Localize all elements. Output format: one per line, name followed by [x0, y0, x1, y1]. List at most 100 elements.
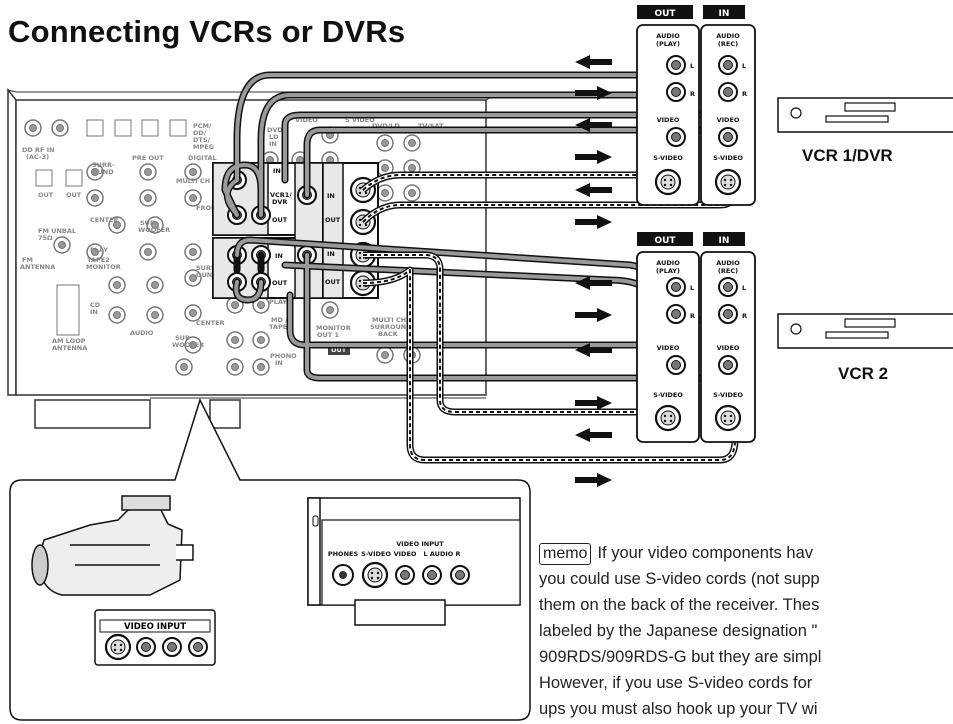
- arrow-left: [575, 276, 612, 290]
- vcr2-in-tab: IN: [719, 236, 730, 246]
- svg-text:VCR1/: VCR1/: [270, 191, 292, 199]
- svg-text:VIDEO: VIDEO: [657, 116, 680, 124]
- svg-text:CD: CD: [90, 301, 101, 309]
- svg-text:PLAY: PLAY: [269, 298, 287, 306]
- svg-text:(REC): (REC): [718, 267, 738, 275]
- svg-text:PLAY: PLAY: [90, 246, 108, 254]
- signal-arrows: [446, 55, 612, 595]
- svg-text:S-VIDEO: S-VIDEO: [713, 154, 743, 162]
- arrow-left: [575, 428, 612, 442]
- svg-text:TAPE2: TAPE2: [87, 256, 110, 264]
- svg-text:MULTI CH: MULTI CH: [372, 316, 406, 324]
- svg-text:MPEG: MPEG: [193, 143, 214, 151]
- svg-text:VIDEO: VIDEO: [657, 344, 680, 352]
- svg-text:AUDIO: AUDIO: [716, 32, 740, 40]
- svg-text:AUDIO: AUDIO: [130, 329, 154, 337]
- memo-line: ups you must also hook up your TV wi: [539, 700, 818, 718]
- svg-text:VIDEO: VIDEO: [717, 344, 740, 352]
- svg-text:S VIDEO: S VIDEO: [345, 116, 375, 124]
- svg-text:TAPE1: TAPE1: [269, 323, 292, 331]
- memo-line: 909RDS/909RDS-G but they are simpl: [539, 648, 822, 666]
- svg-text:IN: IN: [273, 167, 281, 175]
- svg-text:CENTER: CENTER: [90, 216, 119, 224]
- svg-text:ANTENNA: ANTENNA: [52, 344, 87, 352]
- svg-text:OUT: OUT: [325, 216, 341, 224]
- svg-text:OUT: OUT: [272, 279, 288, 287]
- svg-text:R: R: [742, 90, 747, 98]
- svg-text:OUT: OUT: [272, 216, 288, 224]
- svg-text:SURR-: SURR-: [92, 161, 115, 169]
- svg-text:OUT: OUT: [66, 191, 82, 199]
- svg-text:ANTENNA: ANTENNA: [20, 263, 55, 271]
- svg-text:IN: IN: [90, 308, 98, 316]
- svg-text:IN: IN: [275, 359, 283, 367]
- svg-text:CENTER: CENTER: [196, 319, 225, 327]
- svg-text:S-VIDEO: S-VIDEO: [653, 154, 683, 162]
- svg-text:R: R: [742, 312, 747, 320]
- arrow-right: [575, 396, 612, 410]
- svg-text:(REC): (REC): [718, 40, 738, 48]
- svg-text:DVD /: DVD /: [267, 126, 288, 134]
- svg-text:DVR: DVR: [272, 198, 287, 206]
- memo-line: However, if you use S-video cords for: [539, 674, 813, 692]
- svg-text:DVD/LD: DVD/LD: [372, 122, 400, 130]
- arrow-right: [575, 150, 612, 164]
- svg-text:PCM/: PCM/: [193, 122, 212, 130]
- svg-text:WOOFER: WOOFER: [138, 226, 170, 234]
- svg-text:DD/: DD/: [193, 129, 207, 137]
- svg-text:AUDIO: AUDIO: [656, 259, 680, 267]
- svg-text:AM LOOP: AM LOOP: [52, 337, 86, 345]
- svg-text:(AC-3): (AC-3): [26, 153, 49, 161]
- svg-text:WOOFER: WOOFER: [172, 341, 204, 349]
- svg-text:DIGITAL: DIGITAL: [188, 154, 217, 162]
- vcr1-out-tab: OUT: [654, 9, 676, 19]
- vcr2-device-icon: [777, 313, 953, 349]
- svg-text:SUB: SUB: [140, 219, 155, 227]
- vcr1-device-icon: [777, 97, 953, 133]
- svg-text:L: L: [690, 62, 694, 70]
- arrow-right: [575, 215, 612, 229]
- svg-text:R: R: [690, 312, 695, 320]
- memo-icon: memo: [539, 543, 592, 565]
- svg-text:L: L: [742, 284, 746, 292]
- svg-text:SURROUND: SURROUND: [370, 323, 412, 331]
- svg-text:IN: IN: [275, 252, 283, 260]
- svg-text:VIDEO: VIDEO: [295, 116, 318, 124]
- svg-text:OUND: OUND: [92, 168, 114, 176]
- svg-text:MONITOR: MONITOR: [316, 324, 351, 332]
- svg-text:S-VIDEO: S-VIDEO: [713, 391, 743, 399]
- receiver-front-panel: PHONES VIDEO INPUT S-VIDEO VIDEO L AUDIO…: [307, 497, 521, 626]
- camcorder-video-input-label: VIDEO INPUT: [124, 622, 186, 632]
- svg-text:SURR-: SURR-: [196, 264, 219, 272]
- svg-text:IN: IN: [327, 250, 335, 258]
- svg-text:AUDIO: AUDIO: [716, 259, 740, 267]
- arrow-right: [575, 86, 612, 100]
- svg-text:MULTI CH IN: MULTI CH IN: [176, 177, 220, 185]
- arrow-right: [575, 473, 612, 487]
- svg-text:IN: IN: [269, 140, 277, 148]
- svg-text:MONITOR: MONITOR: [86, 263, 121, 271]
- svg-text:S-VIDEO: S-VIDEO: [653, 391, 683, 399]
- svg-text:OUND: OUND: [196, 271, 218, 279]
- vcr1-in-tab: IN: [719, 9, 730, 19]
- svg-text:BACK: BACK: [378, 330, 399, 338]
- svg-text:LD: LD: [269, 133, 279, 141]
- svg-text:IN: IN: [327, 192, 335, 200]
- svg-text:MD /: MD /: [271, 316, 288, 324]
- svg-text:PHONO: PHONO: [270, 352, 297, 360]
- front-svideo-label: S-VIDEO: [361, 550, 391, 558]
- svg-text:R: R: [690, 90, 695, 98]
- svg-text:VIDEO: VIDEO: [717, 116, 740, 124]
- svg-text:FM UNBAL: FM UNBAL: [38, 227, 76, 235]
- svg-text:OUT: OUT: [331, 346, 347, 354]
- svg-text:L: L: [742, 62, 746, 70]
- arrow-left: [575, 55, 612, 69]
- camcorder-video-input: VIDEO INPUT: [94, 609, 216, 666]
- svg-text:TV/SAT: TV/SAT: [418, 122, 444, 130]
- svg-text:OUT: OUT: [38, 191, 54, 199]
- arrow-left: [575, 183, 612, 197]
